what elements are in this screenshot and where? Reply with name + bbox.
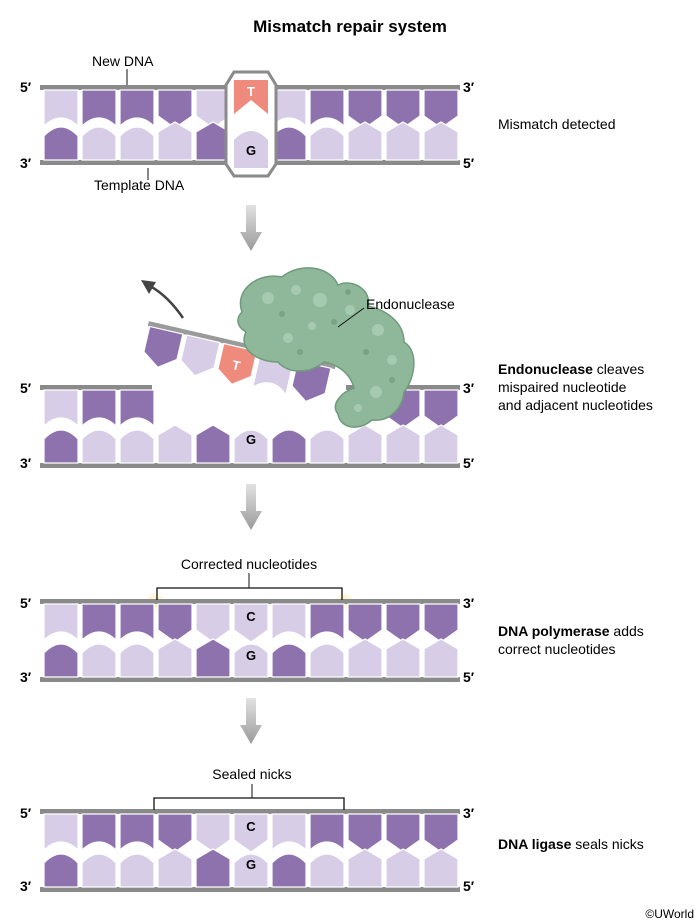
corrected-nucleotides-label: Corrected nucleotides: [181, 556, 317, 572]
endonuclease-label: Endonuclease: [366, 296, 455, 312]
sealed-bracket: [153, 797, 345, 810]
excised-base-t: T: [231, 357, 242, 373]
step-3-3prime-top: 3′: [463, 595, 475, 611]
sealed-nicks-label: Sealed nicks: [212, 766, 291, 782]
corrected-bracket: [156, 587, 343, 600]
mismatch-base-t: T: [247, 84, 255, 99]
down-arrow-3: [240, 698, 262, 744]
template-base-g-3: G: [246, 648, 256, 663]
step-2-3prime-top: 3′: [463, 380, 475, 396]
step-2-5prime-top: 5′: [20, 380, 32, 396]
step-2-3prime-bottom: 3′: [20, 455, 32, 471]
step-1-5prime-top: 5′: [20, 79, 32, 95]
template-nucleotide-g: [234, 131, 268, 168]
step-3-description: DNA polymerase adds: [498, 623, 644, 639]
step-3-5prime-bottom: 5′: [463, 669, 475, 685]
step-3-description-line-2: correct nucleotides: [498, 641, 616, 657]
down-arrow-1: [240, 205, 262, 251]
step-1-strand: T G: [40, 70, 460, 178]
credit: ©UWorld: [645, 907, 694, 921]
step-4-3prime-bottom: 3′: [20, 878, 32, 894]
step-3-strand: C G: [40, 592, 460, 682]
diagram-title: Mismatch repair system: [253, 17, 447, 36]
step-4-strand: C G: [40, 809, 460, 892]
step-2-5prime-bottom: 5′: [463, 455, 475, 471]
endonuclease-enzyme: [237, 267, 415, 428]
step-1-nucleotides: [40, 85, 460, 165]
step-4-3prime-top: 3′: [463, 805, 475, 821]
template-base-g-2: G: [246, 432, 256, 447]
template-dna-label: Template DNA: [94, 177, 185, 193]
step-1-3prime-bottom: 3′: [20, 155, 32, 171]
template-base-g: G: [246, 143, 256, 158]
step-3-5prime-top: 5′: [20, 595, 32, 611]
step-4-5prime-top: 5′: [20, 805, 32, 821]
step-3-3prime-bottom: 3′: [20, 669, 32, 685]
corrected-base-c-4: C: [246, 819, 256, 834]
step-2-description-line-2: mispaired nucleotide: [498, 379, 627, 395]
excision-arrow: [149, 284, 185, 319]
step-4-5prime-bottom: 5′: [463, 878, 475, 894]
new-dna-label: New DNA: [92, 53, 154, 69]
corrected-base-c: C: [246, 609, 256, 624]
step-2-description: Endonuclease cleaves: [498, 361, 644, 377]
step-2-strand: G: [40, 385, 460, 468]
step-1-3prime-top: 3′: [463, 79, 475, 95]
step-1-description: Mismatch detected: [498, 116, 616, 132]
step-1-5prime-bottom: 5′: [463, 155, 475, 171]
step-2-description-line-3: and adjacent nucleotides: [498, 397, 653, 413]
template-base-g-4: G: [246, 857, 256, 872]
step-4-description: DNA ligase seals nicks: [498, 836, 644, 852]
down-arrow-2: [240, 484, 262, 530]
